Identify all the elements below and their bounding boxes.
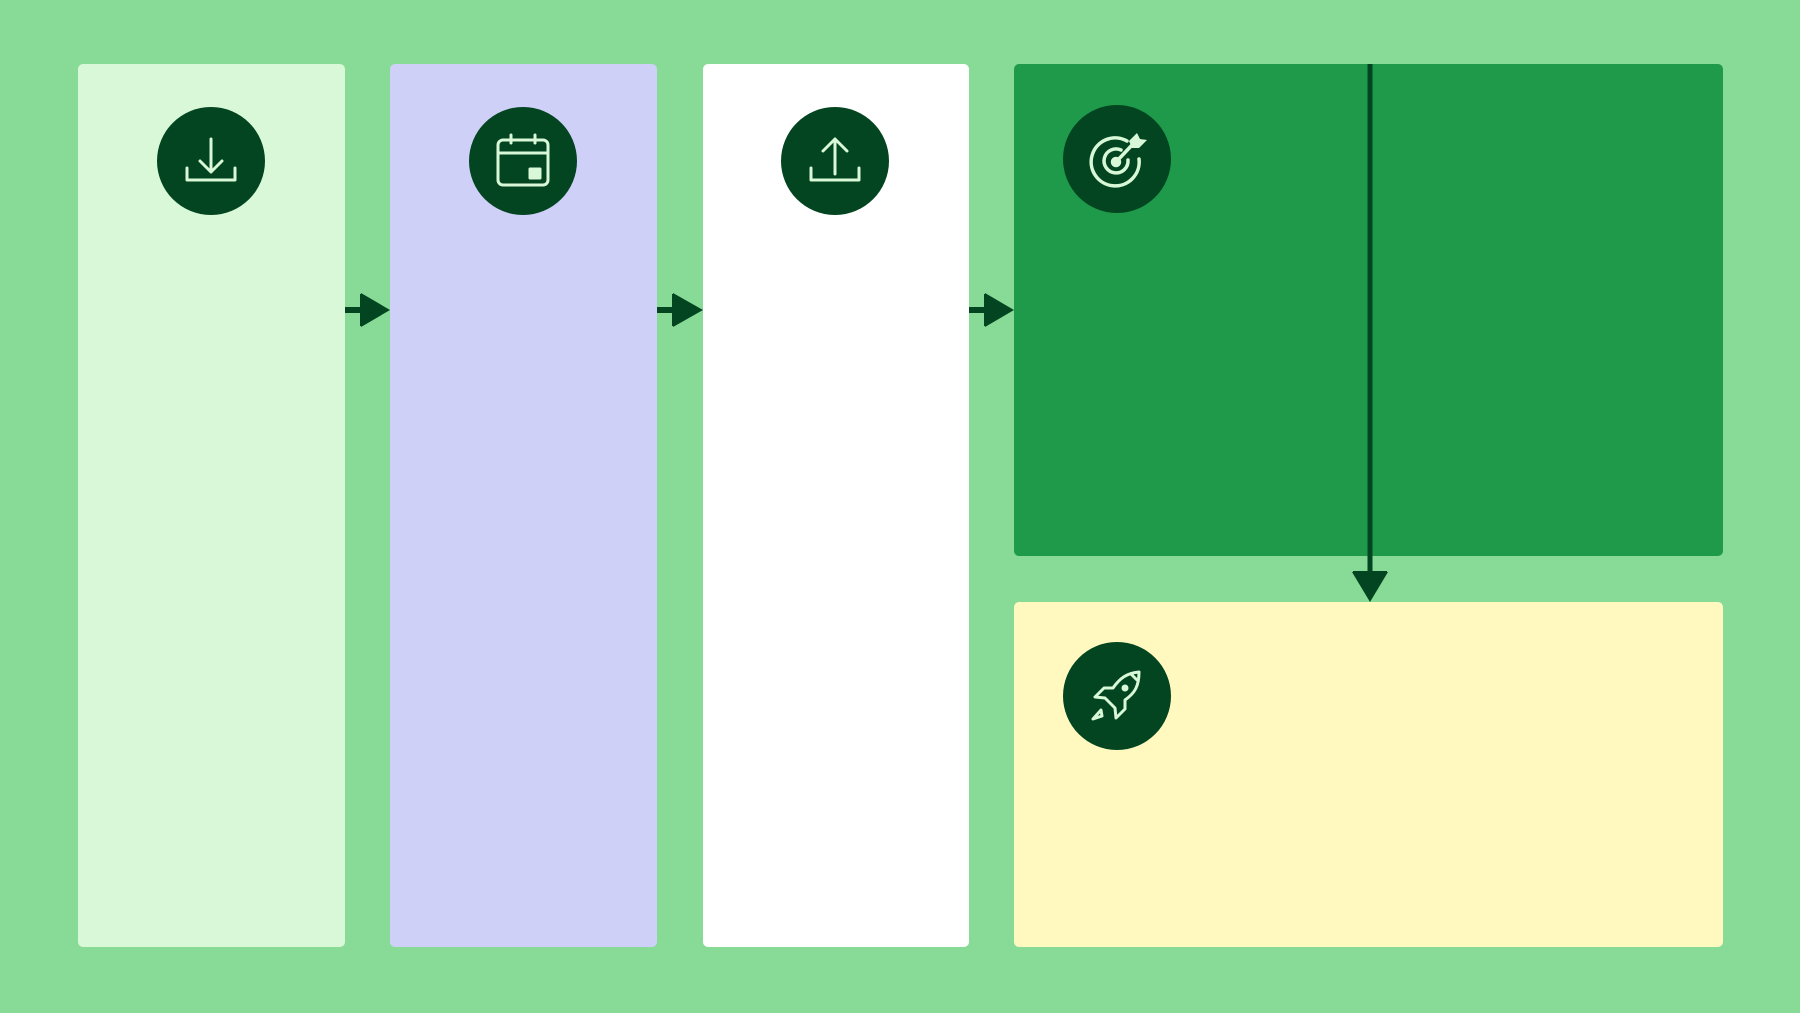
target-arrow-icon bbox=[1063, 105, 1171, 213]
calendar-icon bbox=[469, 107, 577, 215]
download-icon bbox=[157, 107, 265, 215]
arrow-2-to-3 bbox=[657, 293, 703, 327]
arrow-4-to-5 bbox=[1352, 64, 1388, 602]
arrow-1-to-2 bbox=[345, 293, 390, 327]
rocket-icon bbox=[1063, 642, 1171, 750]
arrow-3-to-4 bbox=[969, 293, 1014, 327]
upload-icon bbox=[781, 107, 889, 215]
